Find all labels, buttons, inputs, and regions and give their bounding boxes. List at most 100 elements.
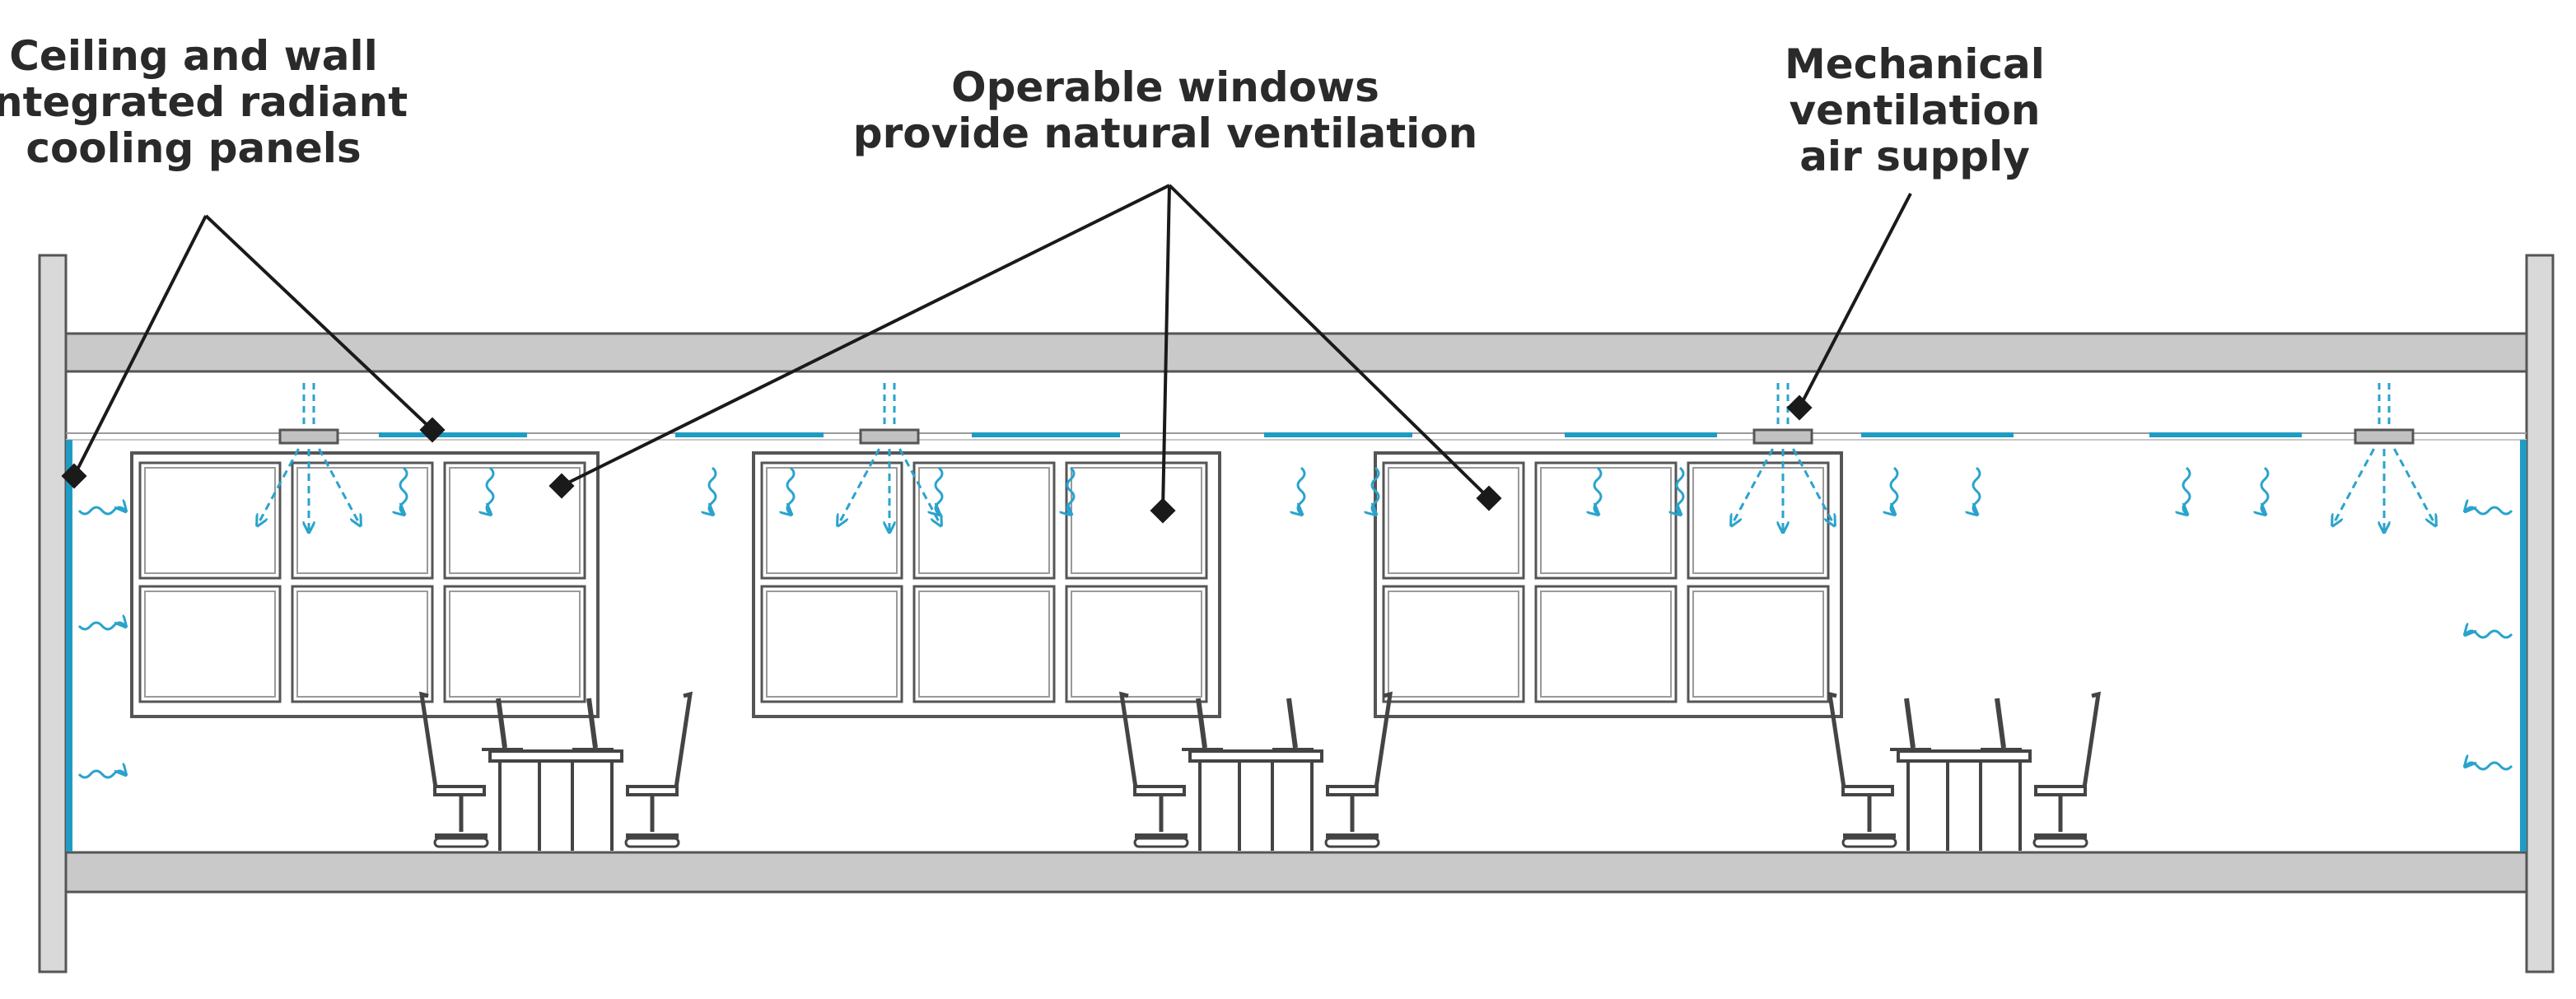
wave-stroke [936, 466, 944, 514]
label-mechanical-line1: Mechanical [1785, 40, 2045, 88]
window-pane [443, 585, 586, 703]
radiant-cooling-panels [66, 432, 2527, 852]
floor-slab [64, 851, 2528, 894]
dashed-arrow-icon [898, 448, 940, 525]
ceiling-slab [64, 332, 2528, 373]
leader-line [561, 184, 1170, 488]
window-pane-inner [144, 591, 276, 698]
wave-stroke [1298, 466, 1306, 514]
chair-wheels [1133, 837, 1189, 848]
dashed-arrow-icon [1792, 448, 1834, 525]
label-mechanical-supply: Mechanical ventilation air supply [1785, 41, 2045, 180]
window-pane-inner [296, 467, 428, 574]
air-diffuser-icon [2333, 383, 2435, 531]
desk-chair-icon [1827, 691, 2102, 851]
label-radiant-line3: cooling panels [26, 124, 362, 172]
desk-top [1188, 749, 1323, 763]
window-pane [138, 585, 282, 703]
wave-stroke [2183, 466, 2191, 514]
radiant-wave-icon [1067, 466, 1076, 514]
chair-seat [433, 785, 486, 796]
window-pane-inner [1071, 467, 1202, 574]
label-mechanical-line2: ventilation [1789, 86, 2041, 134]
radiant-wave-icon [400, 466, 408, 514]
wall-radiant-panel-right [2520, 440, 2527, 852]
window-pane [760, 461, 903, 580]
radiant-wave-icon [2466, 507, 2513, 516]
window-pane-inner [1692, 467, 1824, 574]
window-pane-inner [1071, 591, 1202, 698]
monitor [586, 698, 598, 749]
radiant-wave-icon [1891, 466, 1899, 514]
wave-stroke [787, 466, 796, 514]
window-pane-inner [1692, 591, 1824, 698]
window-pane [1382, 585, 1525, 703]
chair-wheels [2032, 837, 2088, 848]
radiant-wave-icon [1973, 466, 1981, 514]
radiant-wave-icon [2261, 466, 2270, 514]
chair-seat [2034, 785, 2087, 796]
desk-top [488, 749, 623, 763]
diffuser-body [2354, 428, 2415, 445]
dashed-arrow-icon [838, 448, 880, 525]
radiant-wave-icon [1594, 466, 1603, 514]
chair-wheels [1324, 837, 1380, 848]
mechanical-air-diffusers [258, 383, 2435, 531]
wave-stroke [1891, 466, 1899, 514]
window-pane-inner [449, 467, 581, 574]
wave-stroke [77, 771, 125, 779]
wave-stroke [487, 466, 495, 514]
monitor [496, 698, 507, 749]
window-pane-inner [1540, 591, 1672, 698]
window-pane [1687, 461, 1830, 580]
window-pane [291, 585, 434, 703]
chair-wheels [624, 837, 680, 848]
window-pane-inner [766, 467, 898, 574]
window-pane [1534, 585, 1678, 703]
desk-top [1897, 749, 2032, 763]
window-group-2 [752, 451, 1221, 718]
monitor [1904, 698, 1916, 749]
leader-line [1161, 184, 1171, 511]
workstations [418, 691, 2102, 851]
diffuser-body [1752, 428, 1813, 445]
dashed-arrow-icon [1732, 448, 1774, 525]
wave-stroke [77, 507, 125, 516]
window-pane-inner [918, 467, 1050, 574]
chair-wheels [1841, 837, 1897, 848]
building-structure [38, 254, 2555, 973]
label-radiant-line1: Ceiling and wall [9, 32, 378, 80]
ceiling-radiant-panel [1861, 432, 2014, 437]
window-pane-inner [1388, 467, 1519, 574]
window-pane [1382, 461, 1525, 580]
radiant-wave-icon [77, 507, 125, 516]
callout-leader [204, 214, 446, 443]
radiant-wave-icon [1677, 466, 1685, 514]
ceiling-radiant-panel [1565, 432, 1717, 437]
window-pane [912, 585, 1056, 703]
window-pane [1065, 461, 1208, 580]
wave-stroke [2261, 466, 2270, 514]
right-column [2525, 254, 2555, 973]
radiant-wave-icon [787, 466, 796, 514]
ceiling-radiant-panel [2149, 432, 2302, 437]
radiant-wave-icon [1298, 466, 1306, 514]
window-group-3 [1374, 451, 1843, 718]
label-radiant-line2: integrated radiant [0, 78, 408, 126]
operable-windows [130, 451, 1843, 718]
leader-line [1168, 184, 1491, 500]
window-pane [1065, 585, 1208, 703]
radiant-wave-icon [1372, 466, 1380, 514]
radiant-wave-icon [77, 623, 125, 631]
wave-stroke [2466, 507, 2513, 516]
chair-seat [1841, 785, 1894, 796]
left-column [38, 254, 68, 973]
diffuser-body [859, 428, 920, 445]
chair-wheels [433, 837, 489, 848]
label-radiant-panels: Ceiling and wall integrated radiant cool… [0, 33, 408, 171]
wave-stroke [709, 466, 717, 514]
wave-stroke [1973, 466, 1981, 514]
window-pane [291, 461, 434, 580]
leader-line [72, 215, 208, 477]
